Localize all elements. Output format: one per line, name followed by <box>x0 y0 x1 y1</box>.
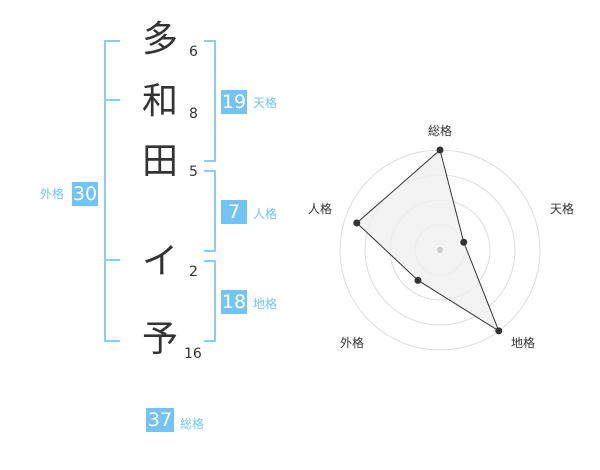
soukaku-value: 37 <box>146 408 174 432</box>
stroke-count-5: 16 <box>184 346 202 362</box>
radar-axis-label-jinkaku: 人格 <box>308 202 333 216</box>
name-char-2: 和 <box>141 81 178 122</box>
radar-axis-label-chikaku: 地格 <box>511 336 536 350</box>
jinkaku-label: 人格 <box>253 207 278 221</box>
radar-point <box>353 219 361 227</box>
tenkaku-label: 天格 <box>253 96 278 110</box>
name-char-4: イ <box>141 241 178 282</box>
radar-area <box>356 149 500 333</box>
tenkaku-bracket <box>204 40 216 162</box>
soukaku-label: 総格 <box>180 417 205 431</box>
radar-center <box>437 247 443 253</box>
stroke-count-4: 2 <box>189 264 198 280</box>
chikaku-bracket <box>204 260 216 342</box>
name-char-3: 田 <box>141 141 178 182</box>
gaikaku-bracket <box>104 40 120 342</box>
radar-point <box>460 238 468 246</box>
gaikaku-bracket-tick-bottom <box>104 259 120 261</box>
gaikaku-bracket-tick-top <box>104 99 120 101</box>
radar-point <box>414 276 422 284</box>
tenkaku-value: 19 <box>221 90 247 114</box>
stroke-count-3: 5 <box>189 164 198 180</box>
name-char-5: 予 <box>141 319 178 360</box>
stroke-count-2: 8 <box>189 106 198 122</box>
radar-axis-label-gaikaku: 外格 <box>340 336 365 350</box>
stroke-count-1: 6 <box>189 44 198 60</box>
chikaku-label: 地格 <box>253 297 278 311</box>
jinkaku-bracket <box>204 170 216 252</box>
radar-axis-label-soukaku: 総格 <box>428 124 453 138</box>
radar-point <box>495 327 503 335</box>
radar-point <box>436 146 444 154</box>
name-char-1: 多 <box>141 19 178 60</box>
chikaku-value: 18 <box>221 290 247 314</box>
gaikaku-value: 30 <box>72 182 98 206</box>
gaikaku-label: 外格 <box>40 187 65 201</box>
jinkaku-value: 7 <box>221 200 247 224</box>
radar-axis-label-tenkaku: 天格 <box>550 202 575 216</box>
